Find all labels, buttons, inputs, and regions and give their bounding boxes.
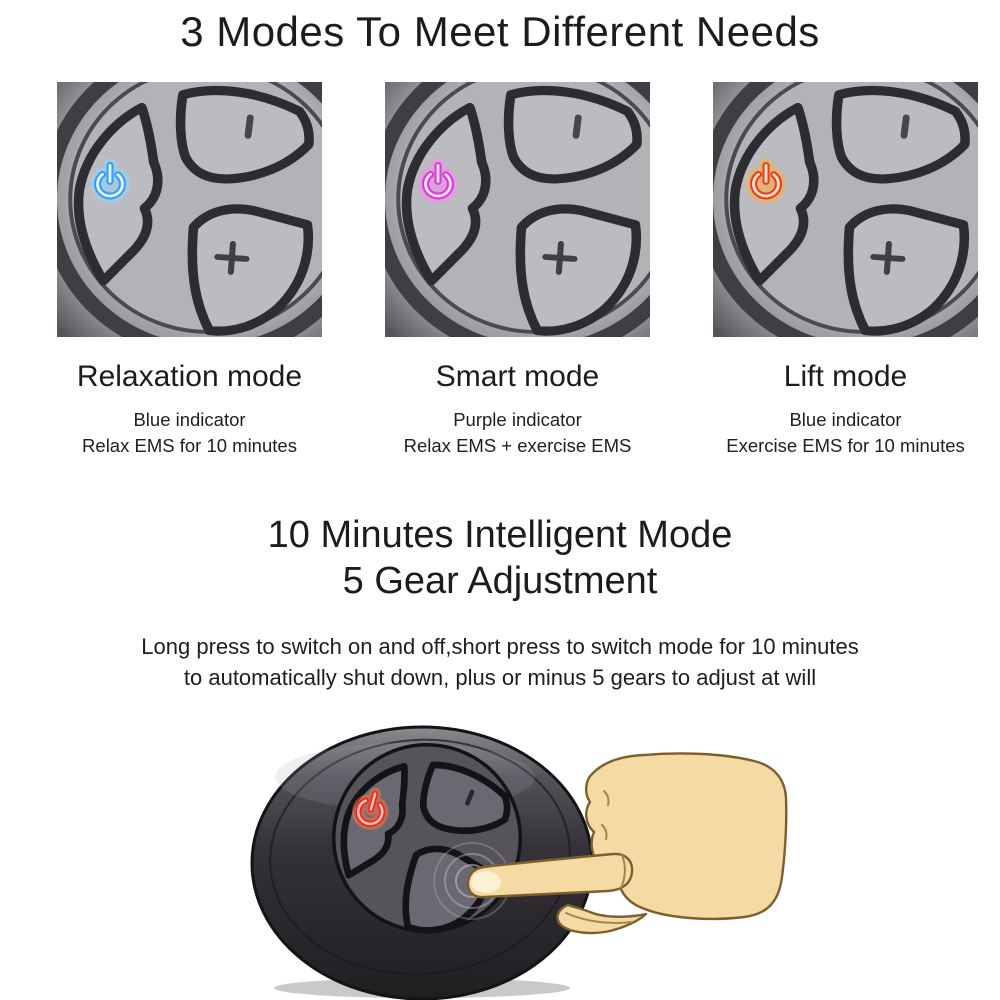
mode-col-smart: Smart mode Purple indicator Relax EMS + … [385,359,650,457]
mode-name: Relaxation mode [76,360,303,394]
hand-thumb [556,903,648,935]
mode-labels-row: Relaxation mode Blue indicator Relax EMS… [0,359,1000,457]
device-pad [385,82,650,337]
device-photo-smart [385,82,650,337]
mode-name: Lift mode [783,360,908,394]
mode-photos-row [0,82,1000,337]
hand-index-finger [466,852,634,899]
mode-indicator: Blue indicator [789,409,902,431]
usage-illustration [230,705,800,1000]
device-pad [57,82,322,337]
hand [466,752,788,935]
heading-line-1: 10 Minutes Intelligent Mode [267,513,733,556]
mode-indicator: Blue indicator [133,409,246,431]
device-rim [269,738,571,976]
hand-fist [585,752,788,921]
mode-indicator: Purple indicator [453,409,582,431]
power-icon [420,166,455,201]
mode-col-relaxation: Relaxation mode Blue indicator Relax EMS… [57,359,322,457]
device-pad [713,82,978,337]
mode-description: Relax EMS + exercise EMS [403,435,632,457]
device-photo-relaxation [57,82,322,337]
body-line-2: to automatically shut down, plus or minu… [183,664,817,690]
mode-name: Smart mode [435,360,600,394]
power-icon [92,166,127,201]
mode-description: Relax EMS for 10 minutes [82,435,297,457]
heading-line-2: 5 Gear Adjustment [342,560,658,603]
power-icon [748,166,783,201]
body-line-1: Long press to switch on and off,short pr… [141,634,859,660]
intelligent-mode-body: Long press to switch on and off,short pr… [0,632,1000,693]
mode-description: Exercise EMS for 10 minutes [726,435,965,457]
page-title: 3 Modes To Meet Different Needs [180,8,820,55]
intelligent-mode-heading: 10 Minutes Intelligent Mode 5 Gear Adjus… [0,512,1000,605]
mode-col-lift: Lift mode Blue indicator Exercise EMS fo… [713,359,978,457]
device-photo-lift [713,82,978,337]
fingertip [471,871,501,893]
minus-slot-icon [465,789,475,806]
